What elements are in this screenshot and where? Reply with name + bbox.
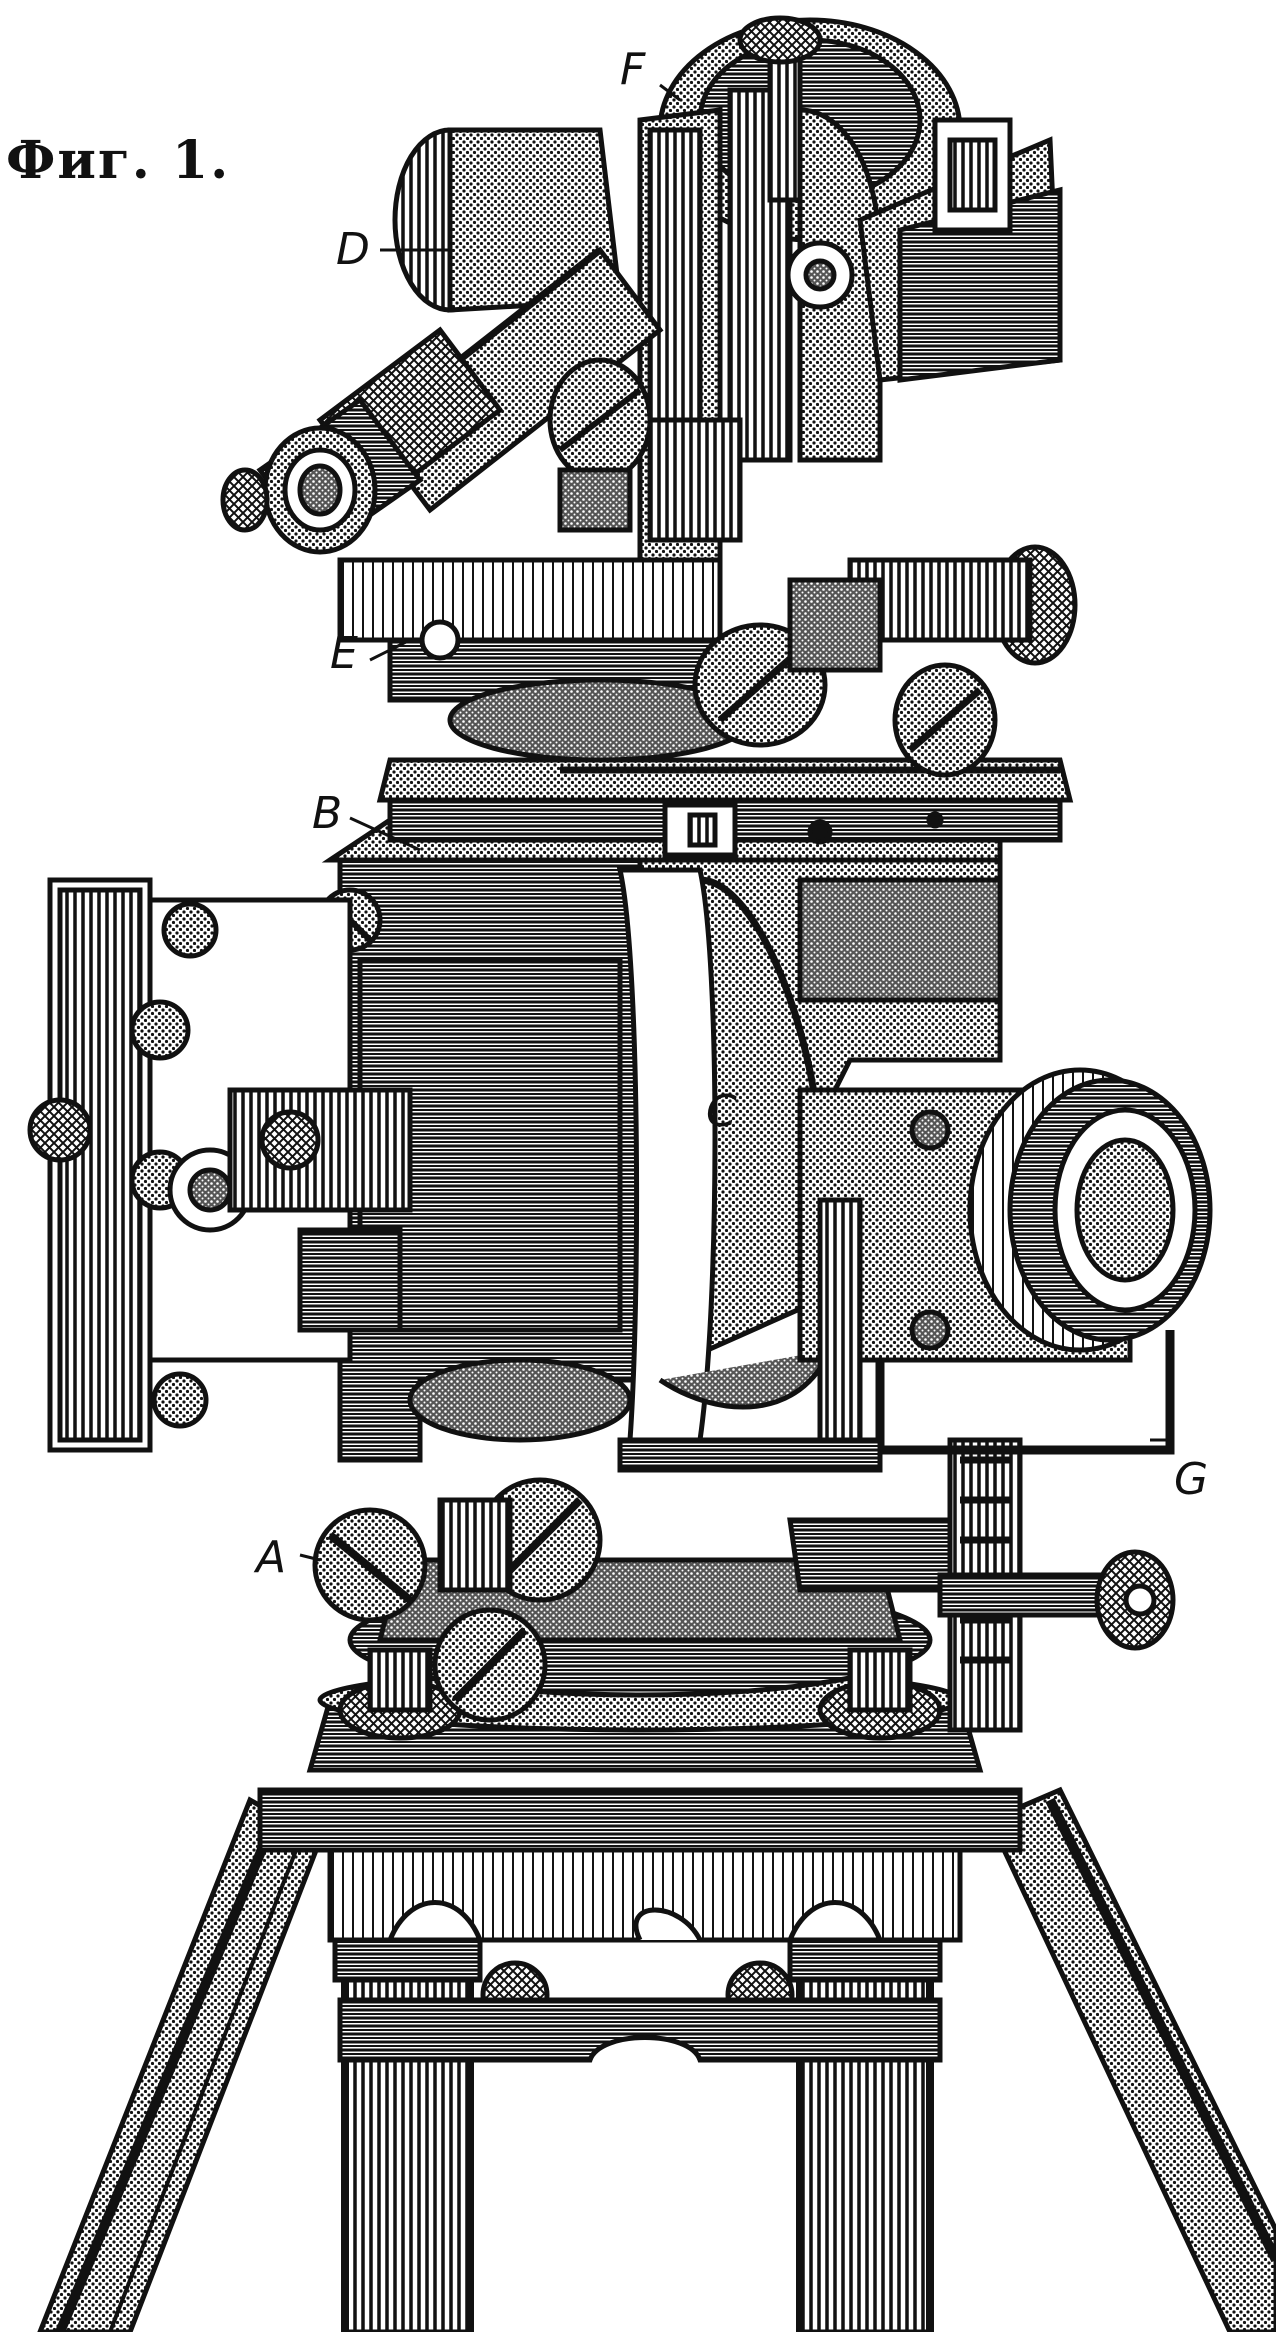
tripod-legs <box>37 1786 1276 2332</box>
tangent-screw-assembly <box>787 1300 1176 1733</box>
side-plate-left <box>27 877 413 1453</box>
label-b: B <box>312 788 343 839</box>
label-c: C <box>706 1086 737 1137</box>
objective-barrel <box>797 1067 1213 1443</box>
label-f: F <box>620 44 646 95</box>
tripod-head <box>257 1787 1023 2063</box>
main-housing <box>317 757 1074 1463</box>
label-e: E <box>330 628 358 679</box>
label-d: D <box>336 224 370 275</box>
upper-circle-ring <box>337 557 753 763</box>
figure-title: Фиг. 1. <box>6 130 231 191</box>
telescope-eyepiece <box>220 127 743 555</box>
label-g: G <box>1174 1454 1209 1505</box>
label-a: A <box>256 1532 287 1583</box>
leader-lines <box>299 83 1170 1562</box>
vertical-circle-housing <box>637 15 1063 563</box>
upper-knobs <box>692 544 1078 778</box>
clamp-knobs <box>312 1477 603 1723</box>
